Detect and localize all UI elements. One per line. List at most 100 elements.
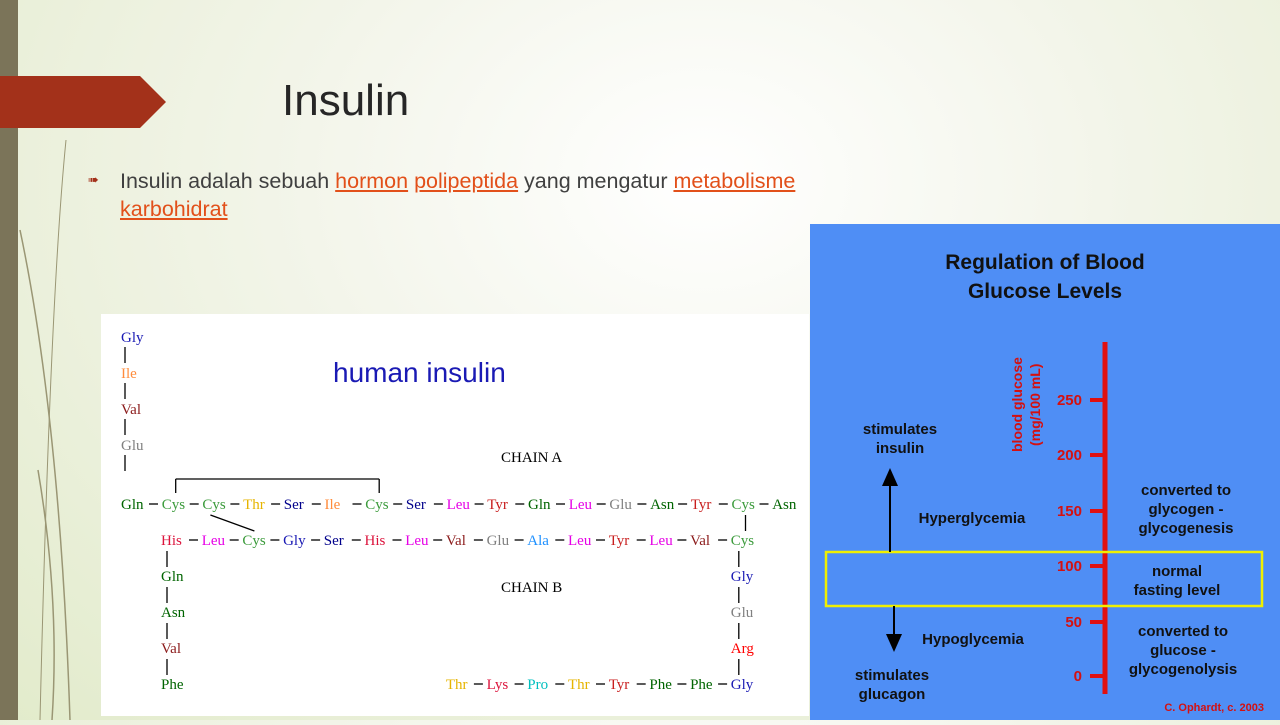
axis-tick-label: 150 (1057, 503, 1082, 520)
axis-tick-label: 250 (1057, 392, 1082, 409)
residue-gln: Gln (121, 497, 144, 513)
body-text-3: yang mengatur (518, 169, 674, 193)
glycogenesis-line2: glycogen - (1148, 501, 1223, 518)
residue-val: Val (161, 641, 181, 657)
residue-asn: Asn (161, 605, 186, 621)
glucose-title-line2: Glucose Levels (968, 280, 1122, 303)
glycogenesis-line3: glycogenesis (1138, 520, 1233, 537)
axis-tick-label: 100 (1057, 558, 1082, 575)
decorative-lines (19, 139, 71, 720)
residue-ser: Ser (284, 497, 304, 513)
residue-cys: Cys (162, 497, 186, 513)
glycogenolysis-line1: converted to (1138, 623, 1228, 640)
glucose-regulation-figure: Regulation of Blood Glucose Levels blood… (810, 224, 1280, 720)
residue-asn: Asn (772, 497, 797, 513)
residue-his: His (365, 533, 386, 549)
residue-tyr: Tyr (691, 497, 712, 513)
side-strip (0, 0, 18, 720)
chain-b-label: CHAIN B (501, 580, 563, 596)
residue-gly: Gly (283, 533, 306, 549)
residue-lys: Lys (487, 677, 509, 693)
residue-leu: Leu (405, 533, 429, 549)
credit-label: C. Ophardt, c. 2003 (1164, 702, 1264, 714)
up-arrow-icon (882, 468, 898, 486)
residue-val: Val (121, 402, 141, 418)
arrow-bullet-icon: ➠ (88, 172, 99, 187)
stimulates-glucagon-line1: stimulates (855, 667, 929, 684)
residue-val: Val (690, 533, 710, 549)
link-metabolisme[interactable]: metabolisme (673, 169, 796, 193)
residue-glu: Glu (731, 605, 754, 621)
residue-ile: Ile (121, 366, 137, 382)
residue-val: Val (446, 533, 466, 549)
hypoglycemia-label: Hypoglycemia (922, 631, 1024, 648)
stimulates-insulin-line2: insulin (876, 440, 924, 457)
residue-gly: Gly (731, 569, 754, 585)
residue-cys: Cys (732, 497, 756, 513)
residue-thr: Thr (568, 677, 590, 693)
residue-gly: Gly (121, 330, 144, 346)
residue-glu: Glu (609, 497, 632, 513)
residue-ala: Ala (527, 533, 549, 549)
axis-tick-label: 0 (1074, 668, 1082, 685)
link-polipeptida[interactable]: polipeptida (414, 169, 519, 193)
body-text-1: Insulin adalah sebuah (120, 169, 336, 193)
disulfide-bridge (210, 514, 255, 532)
hyperglycemia-label: Hyperglycemia (919, 510, 1026, 527)
glucose-title-line1: Regulation of Blood (945, 251, 1144, 274)
down-arrow-icon (886, 634, 902, 652)
slide-title: Insulin (282, 76, 410, 125)
residue-leu: Leu (568, 533, 592, 549)
residue-pro: Pro (527, 677, 548, 693)
residue-his: His (161, 533, 182, 549)
normal-level-line2: fasting level (1134, 582, 1221, 599)
residue-leu: Leu (447, 497, 471, 513)
body-paragraph: Insulin adalah sebuah hormon polipeptida… (120, 167, 1000, 223)
residue-glu: Glu (121, 438, 144, 454)
residue-leu: Leu (202, 533, 226, 549)
stimulates-glucagon-line2: glucagon (859, 686, 926, 703)
residue-tyr: Tyr (609, 677, 630, 693)
residue-cys: Cys (365, 497, 389, 513)
link-hormon[interactable]: hormon (335, 169, 409, 193)
glycogenesis-line1: converted to (1141, 482, 1231, 499)
residue-cys: Cys (731, 533, 755, 549)
glycogenolysis-line3: glycogenolysis (1129, 661, 1237, 678)
residue-ile: Ile (325, 497, 341, 513)
title-accent-tab (0, 76, 166, 128)
residue-gly: Gly (731, 677, 754, 693)
chain-a-label: CHAIN A (501, 450, 563, 466)
residue-phe: Phe (649, 677, 672, 693)
residue-leu: Leu (649, 533, 673, 549)
residue-thr: Thr (446, 677, 468, 693)
residue-phe: Phe (161, 677, 184, 693)
residue-asn: Asn (650, 497, 675, 513)
glycogenolysis-line2: glucose - (1150, 642, 1216, 659)
residue-phe: Phe (690, 677, 713, 693)
residue-cys: Cys (242, 533, 266, 549)
residue-cys: Cys (202, 497, 226, 513)
residue-leu: Leu (569, 497, 593, 513)
normal-level-line1: normal (1152, 563, 1202, 580)
stimulates-insulin-line1: stimulates (863, 421, 937, 438)
axis-tick-label: 200 (1057, 447, 1082, 464)
axis-label-line1: blood glucose (1009, 357, 1025, 452)
residue-tyr: Tyr (487, 497, 508, 513)
residue-ser: Ser (406, 497, 426, 513)
axis-ticks: 250 200 150 100 50 0 (1057, 392, 1105, 685)
residue-gln: Gln (161, 569, 184, 585)
residue-tyr: Tyr (609, 533, 630, 549)
axis-tick-label: 50 (1065, 614, 1082, 631)
normal-range-box (824, 550, 1264, 608)
insulin-figure-title: human insulin (333, 357, 506, 388)
residue-gln: Gln (528, 497, 551, 513)
residue-thr: Thr (243, 497, 265, 513)
residue-arg: Arg (731, 641, 755, 657)
residue-glu: Glu (487, 533, 510, 549)
link-karbohidrat[interactable]: karbohidrat (120, 197, 228, 221)
axis-label-line2: (mg/100 mL) (1027, 364, 1043, 446)
glucose-diagram: Regulation of Blood Glucose Levels blood… (824, 251, 1264, 714)
residue-ser: Ser (324, 533, 344, 549)
